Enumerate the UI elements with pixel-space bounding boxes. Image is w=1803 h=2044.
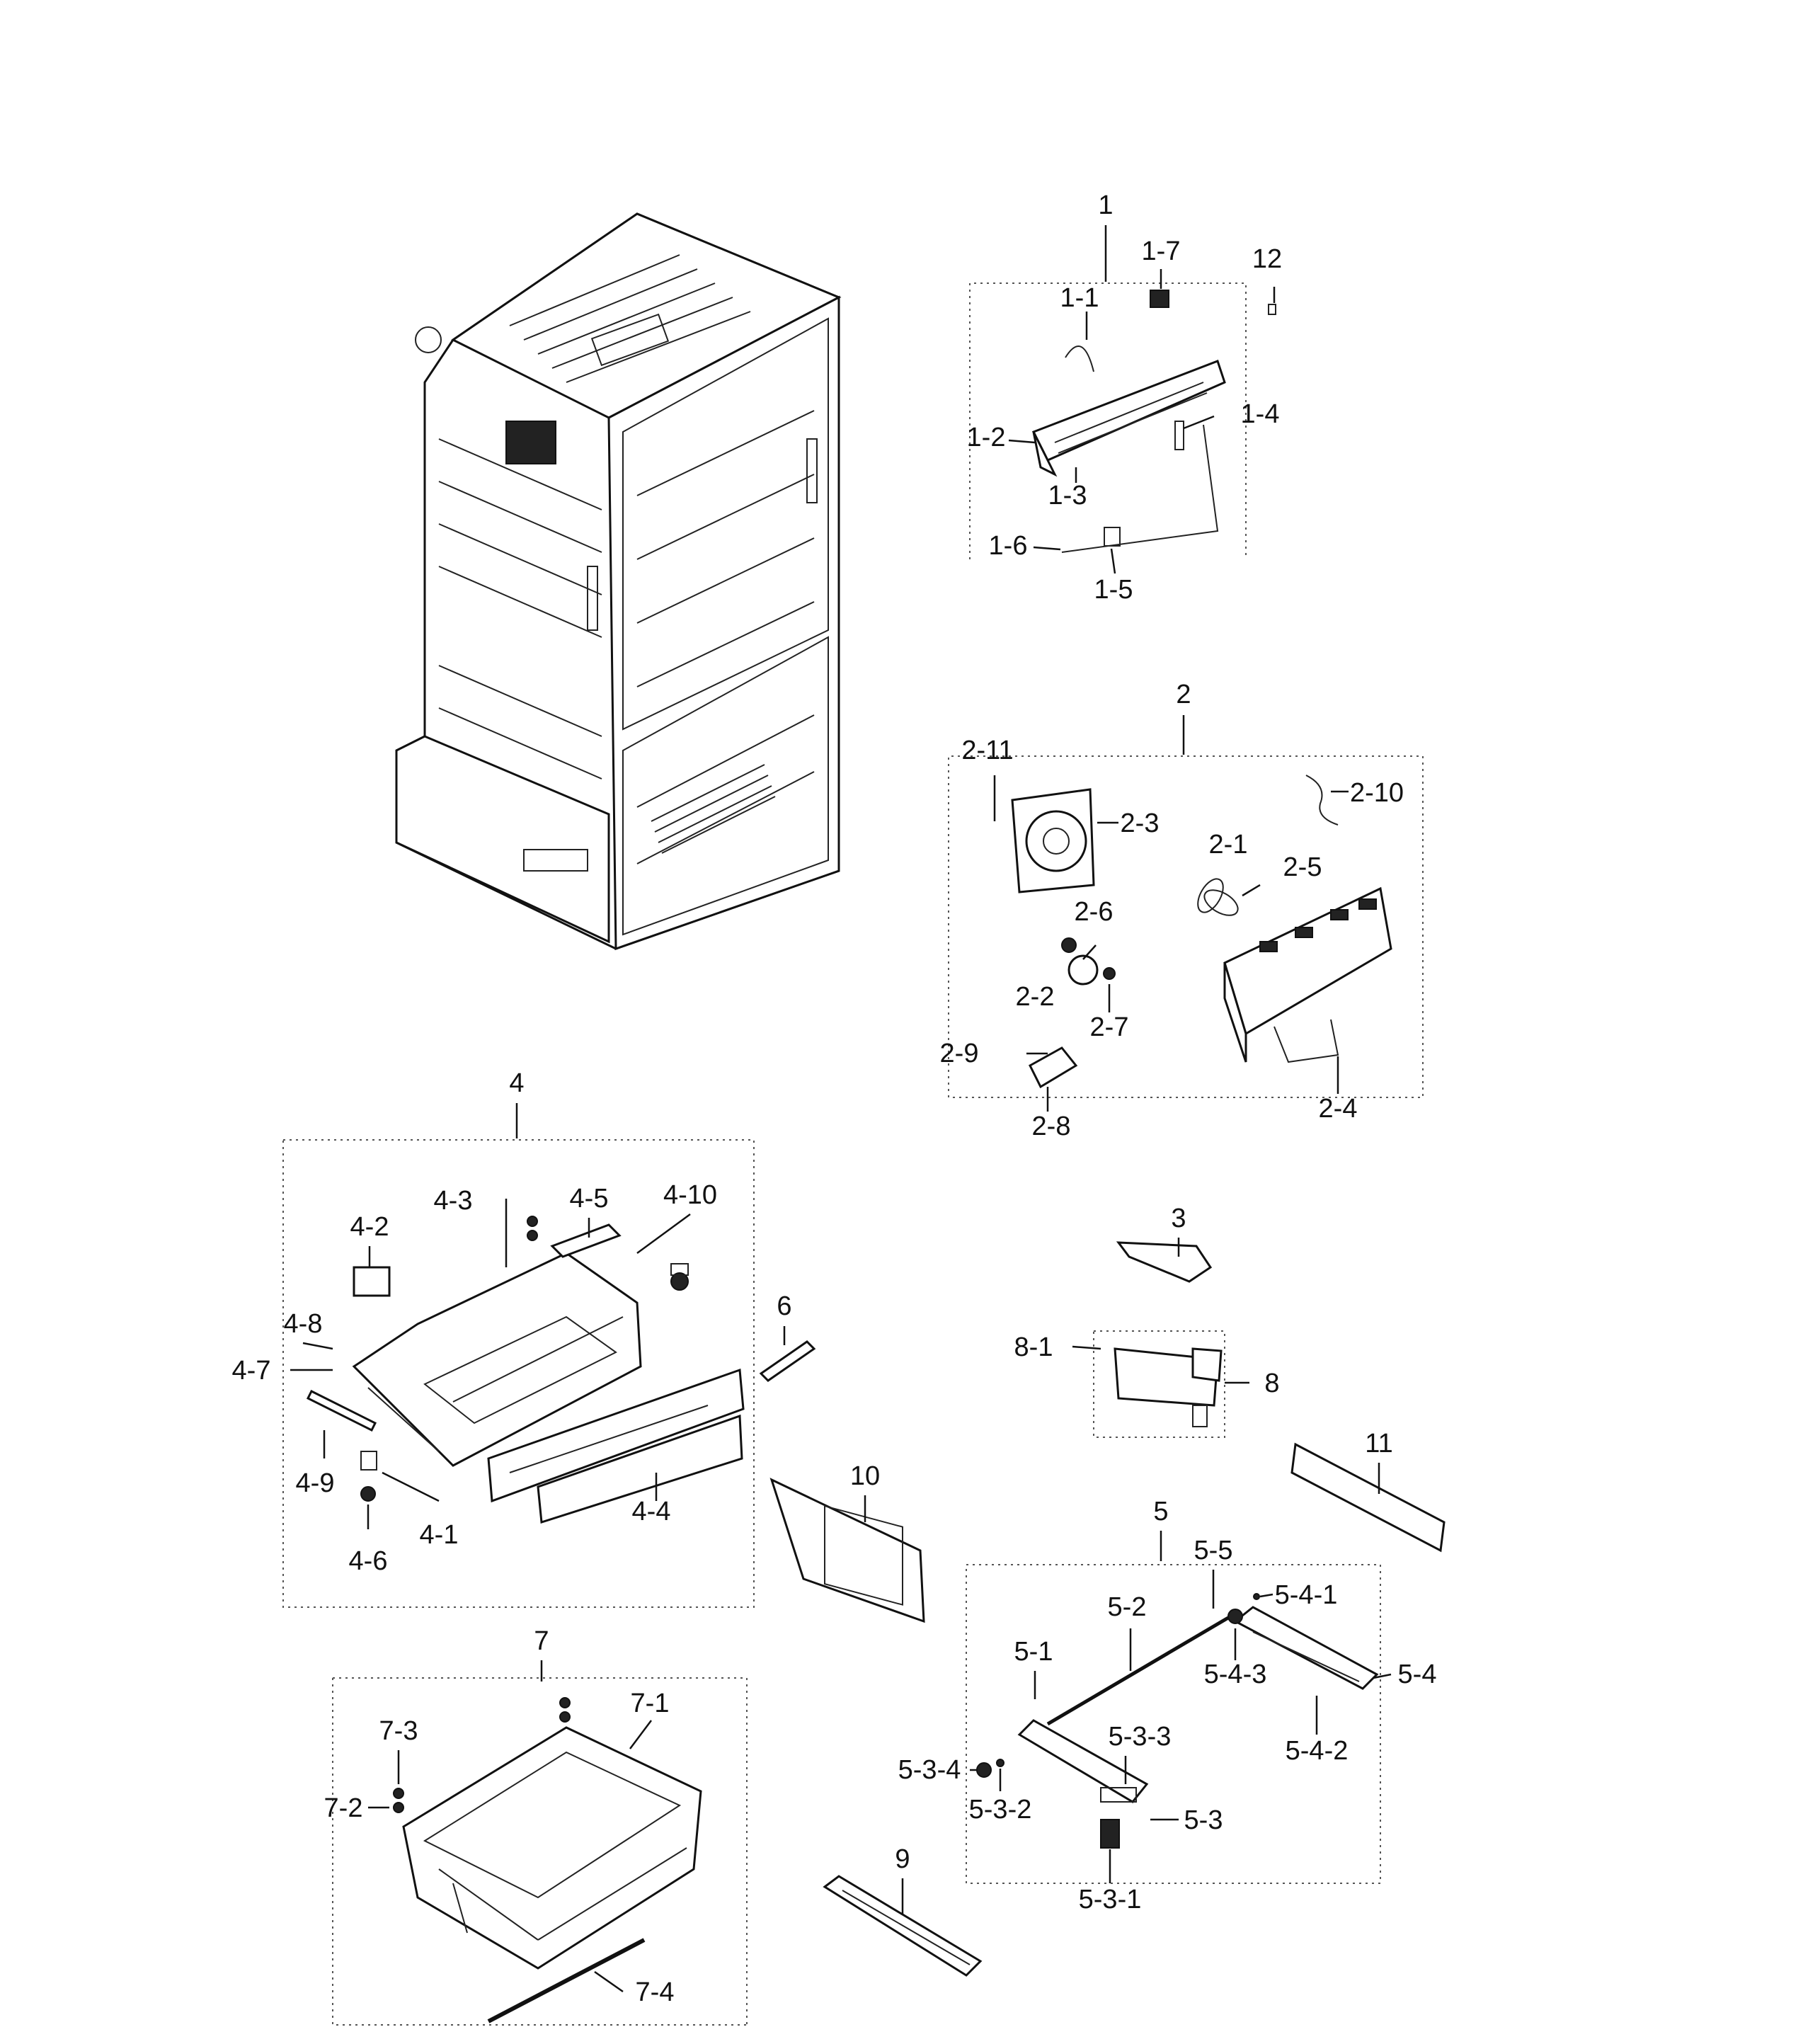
part-11: 11: [1290, 1429, 1446, 1553]
label-7-3: 7-3: [379, 1716, 418, 1746]
label-8-1: 8-1: [1014, 1332, 1053, 1362]
label-2-7: 2-7: [1090, 1012, 1129, 1042]
label-4-10: 4-10: [663, 1180, 717, 1210]
part-3: 3: [1116, 1204, 1213, 1283]
label-5-4-1: 5-4-1: [1275, 1580, 1338, 1610]
assembly-5-group: [966, 1531, 1392, 1884]
label-2-8: 2-8: [1032, 1112, 1071, 1141]
label-1-6: 1-6: [989, 531, 1028, 561]
label-4-2: 4-2: [350, 1212, 389, 1242]
part-10: 10: [769, 1461, 925, 1623]
label-12: 12: [1252, 244, 1282, 274]
label-5-4-2: 5-4-2: [1286, 1736, 1349, 1766]
label-2-6: 2-6: [1075, 897, 1114, 927]
label-4: 4: [509, 1068, 524, 1098]
assembly-2-group: [948, 715, 1424, 1112]
label-1-7: 1-7: [1142, 236, 1181, 266]
label-7: 7: [534, 1626, 549, 1656]
label-5-1: 5-1: [1014, 1637, 1053, 1667]
label-5-3-1: 5-3-1: [1079, 1885, 1142, 1914]
label-5-4: 5-4: [1398, 1660, 1437, 1689]
label-4-6: 4-6: [349, 1546, 388, 1576]
label-2-1: 2-1: [1209, 830, 1248, 860]
label-1-4: 1-4: [1241, 399, 1280, 429]
label-1-5: 1-5: [1094, 575, 1133, 605]
label-5: 5: [1153, 1497, 1168, 1526]
label-1-1: 1-1: [1060, 283, 1099, 313]
label-2-4: 2-4: [1319, 1094, 1358, 1124]
label-1: 1: [1098, 190, 1113, 220]
part-6: 6: [759, 1291, 816, 1382]
label-5-2: 5-2: [1108, 1592, 1147, 1622]
cabinet-assembly: [395, 212, 842, 951]
part-9: 9: [823, 1844, 983, 1977]
assembly-4-labels: 4 4-3 4-5 4-10 4-2 4-8 4-7 4-9 4-1 4-4 4…: [232, 1068, 717, 1576]
assembly-5-labels: 5 5-5 5-4-1 5-2 5-1 5-4-3 5-4 5-4-2 5-3-…: [898, 1497, 1437, 1914]
label-4-7: 4-7: [232, 1356, 271, 1386]
label-3: 3: [1171, 1204, 1186, 1233]
label-5-3-4: 5-3-4: [898, 1755, 961, 1785]
label-10: 10: [850, 1461, 880, 1491]
label-4-4: 4-4: [632, 1497, 671, 1526]
label-2-2: 2-2: [1016, 982, 1055, 1012]
label-8: 8: [1264, 1369, 1279, 1398]
assembly-4-group: [282, 1103, 755, 1608]
label-7-2: 7-2: [324, 1793, 363, 1823]
label-6: 6: [777, 1291, 791, 1321]
assembly-1-labels: 1 1-7 12 1-1 1-4 1-2 1-3 1-6 1-5: [967, 190, 1283, 605]
label-5-5: 5-5: [1194, 1536, 1233, 1565]
label-1-2: 1-2: [967, 423, 1006, 452]
assembly-1-group: [969, 225, 1276, 574]
label-2-10: 2-10: [1350, 778, 1404, 808]
label-4-9: 4-9: [296, 1468, 335, 1498]
assembly-7-group: [332, 1660, 748, 2026]
label-5-3: 5-3: [1184, 1805, 1223, 1835]
assembly-2-labels: 2 2-11 2-10 2-3 2-1 2-5 2-6 2-2 2-7 2-9 …: [940, 680, 1404, 1141]
label-7-1: 7-1: [631, 1689, 670, 1718]
assembly-7-labels: 7 7-1 7-3 7-2 7-4: [324, 1626, 675, 2007]
label-2-5: 2-5: [1283, 852, 1322, 882]
label-4-1: 4-1: [420, 1520, 459, 1550]
label-2-9: 2-9: [940, 1039, 979, 1068]
label-4-5: 4-5: [570, 1184, 609, 1214]
label-5-4-3: 5-4-3: [1204, 1660, 1267, 1689]
label-2-3: 2-3: [1121, 809, 1160, 838]
label-4-8: 4-8: [284, 1309, 323, 1339]
label-9: 9: [895, 1844, 910, 1874]
label-5-3-2: 5-3-2: [969, 1795, 1032, 1825]
label-11: 11: [1365, 1429, 1392, 1458]
label-4-3: 4-3: [434, 1186, 473, 1216]
label-1-3: 1-3: [1048, 481, 1087, 510]
label-2-11: 2-11: [961, 736, 1013, 765]
label-7-4: 7-4: [636, 1977, 675, 2007]
assembly-8-group: 8-1 8: [1014, 1330, 1280, 1438]
label-2: 2: [1176, 680, 1191, 709]
label-5-3-3: 5-3-3: [1109, 1722, 1172, 1752]
